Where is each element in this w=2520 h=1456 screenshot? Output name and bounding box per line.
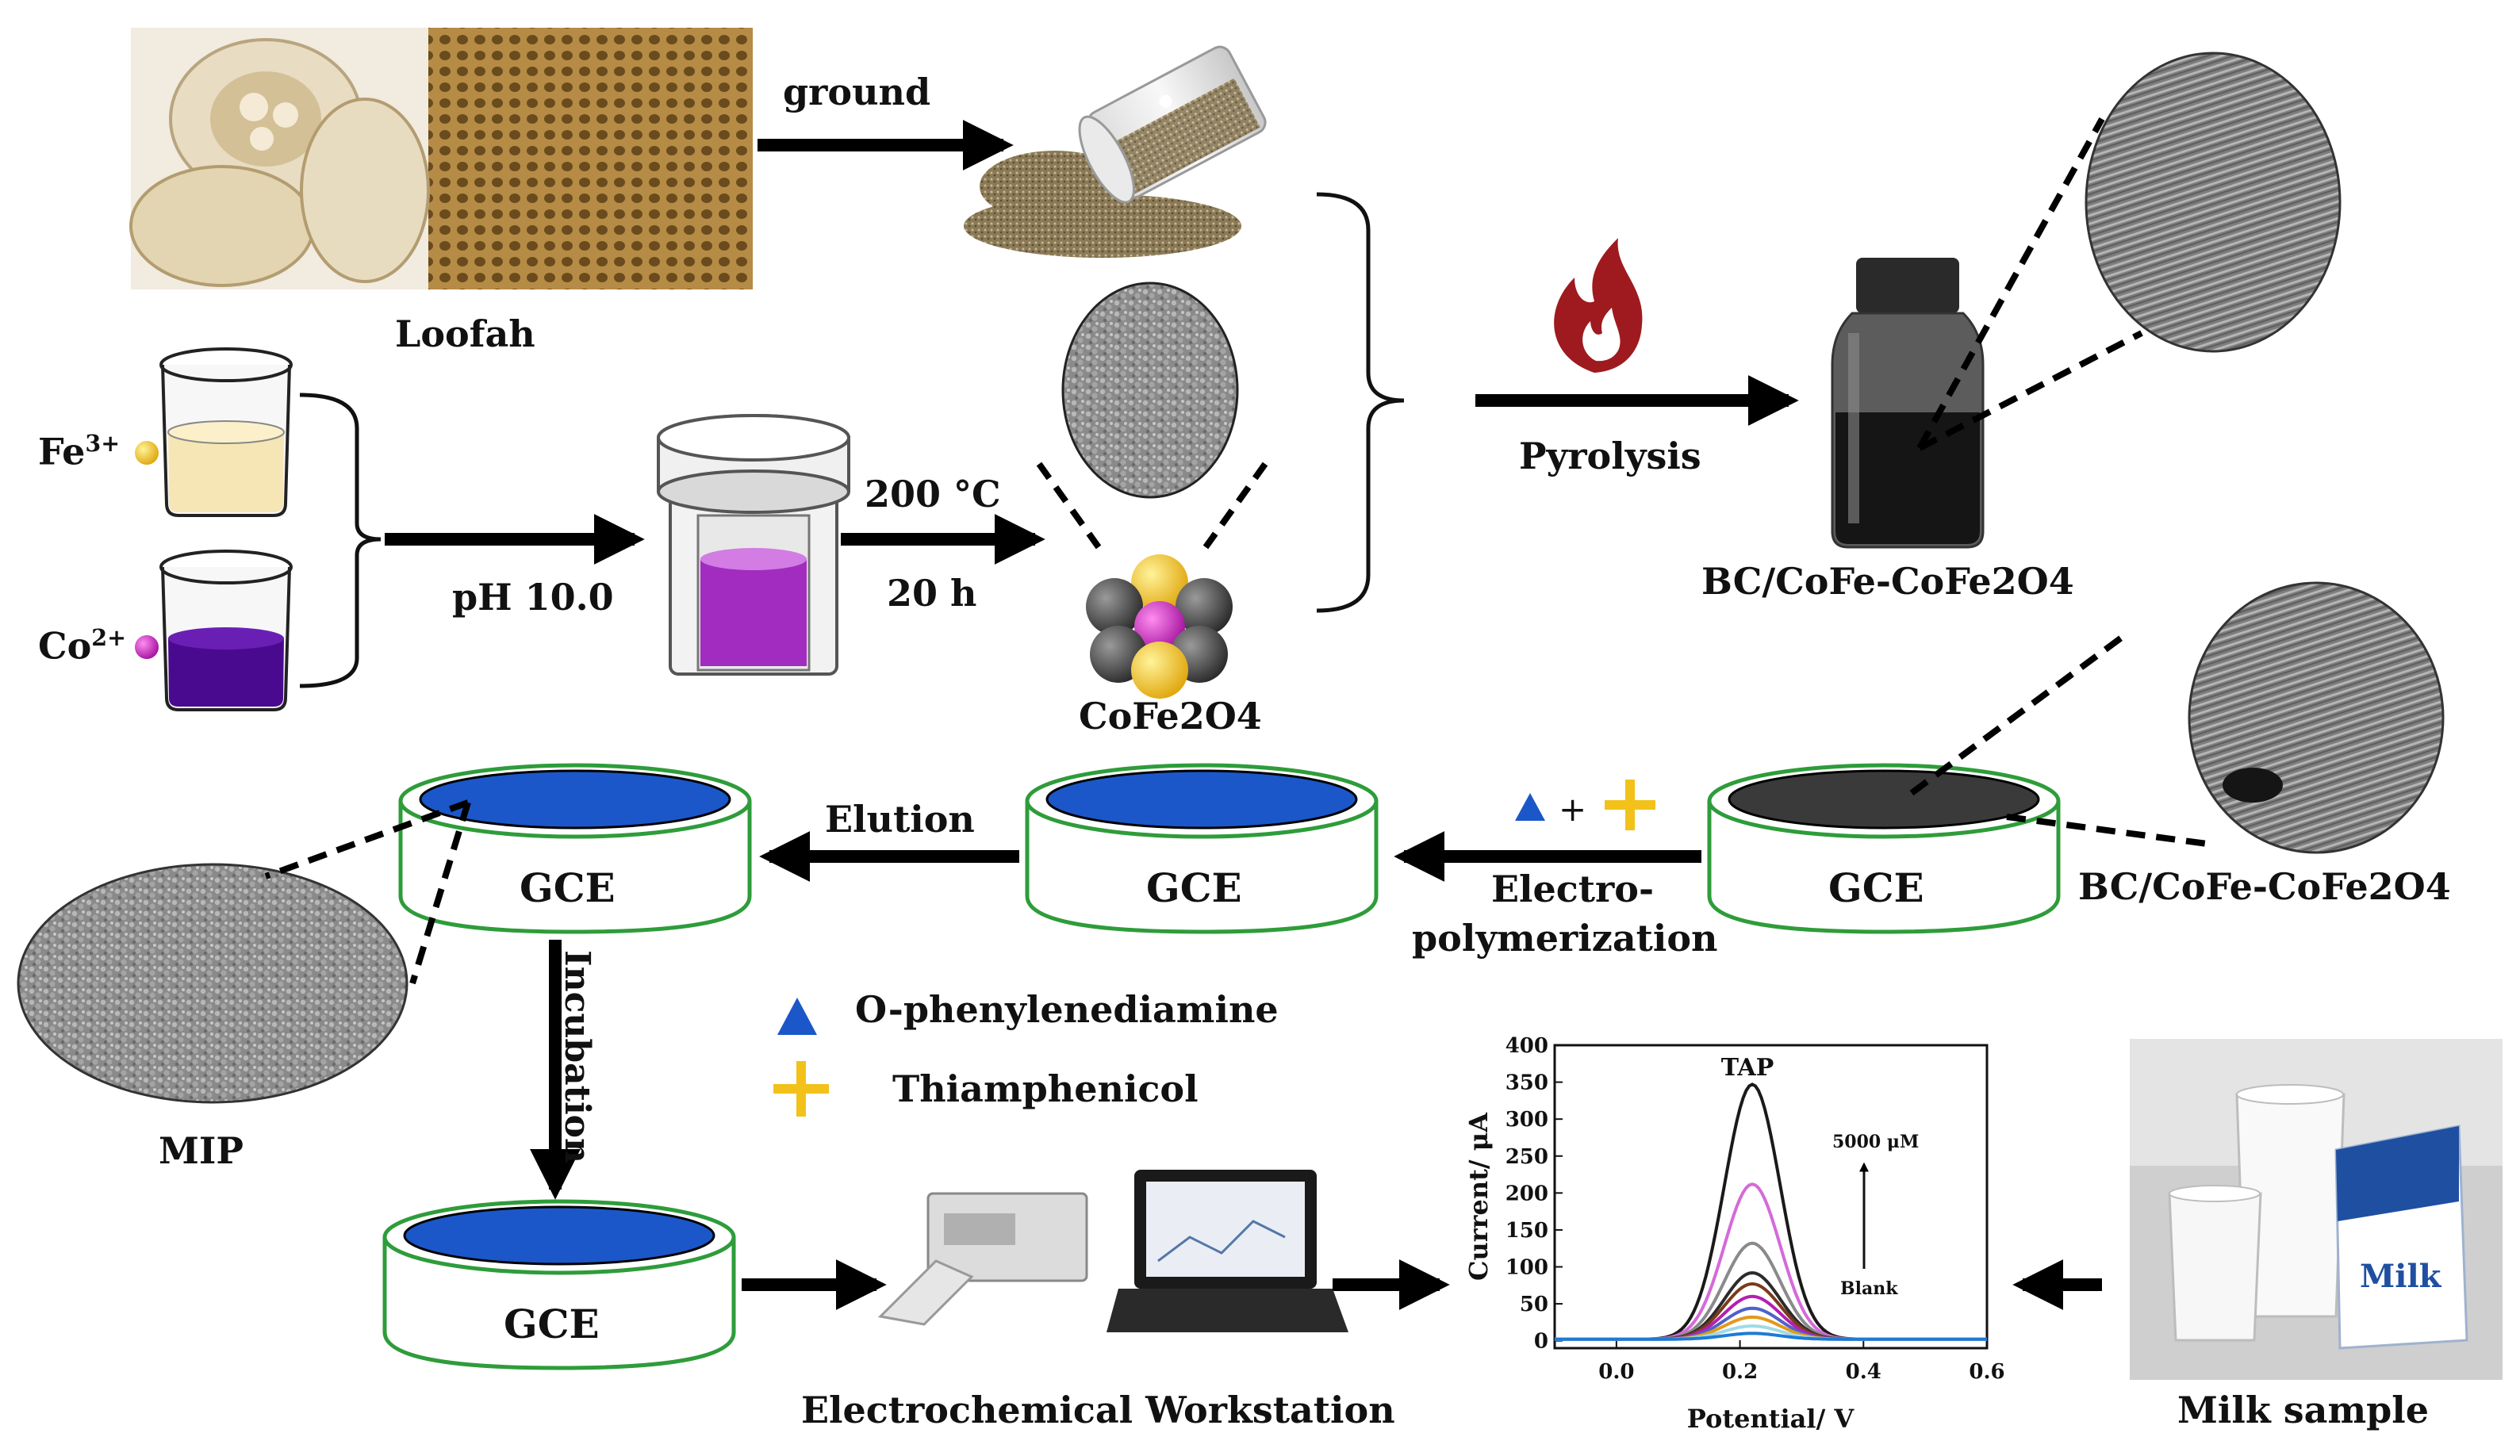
co-beaker [159, 550, 293, 711]
chart-x-tick-label: 0.6 [1969, 1360, 2004, 1384]
chart-x-ticks: 0.0 0.2 0.4 0.6 [1598, 1340, 2005, 1384]
bc-product-label: BC/CoFe-CoFe2O4 [1701, 560, 2074, 603]
elution-label: Elution [825, 798, 975, 841]
chart-y-tick-label: 100 [1505, 1256, 1548, 1280]
chart-series-line [1555, 1331, 1987, 1341]
fe-ion-label: Fe3+ [38, 430, 121, 470]
chart-y-tick-label: 150 [1505, 1219, 1548, 1243]
autoclave-reactor [657, 414, 850, 676]
chart-high-label: 5000 μM [1832, 1132, 1919, 1152]
chart-low-label: Blank [1840, 1278, 1898, 1299]
pyrolysis-label: Pyrolysis [1519, 435, 1701, 477]
ground-label: ground [783, 71, 931, 113]
loofah-label: Loofah [395, 312, 535, 355]
powder-vial [964, 45, 1267, 258]
cofe2o4-crystal-icon [1086, 554, 1233, 699]
chart-x-tick-label: 0.0 [1598, 1360, 1634, 1384]
chart-peak-label: TAP [1721, 1054, 1774, 1082]
fe-ion-icon [135, 441, 159, 465]
loofah-photo [129, 28, 753, 289]
chart-y-tick-label: 0 [1534, 1330, 1548, 1354]
chart-y-axis-label: Current/ μA [1463, 1112, 1494, 1281]
temperature-label: 200 °C [865, 473, 1001, 515]
mip-label: MIP [159, 1129, 244, 1172]
legend-tap-label: Thiamphenicol [892, 1067, 1199, 1110]
co-label-text: Co [38, 624, 92, 668]
time-label: 20 h [887, 572, 977, 615]
gce-imprinted-electrode [1025, 763, 1379, 934]
plus-sign: + [1559, 790, 1586, 829]
beaker-bracket [299, 393, 382, 688]
chart-y-tick-label: 50 [1520, 1293, 1548, 1316]
chart-frame [1553, 1044, 1989, 1350]
fe-charge: 3+ [85, 430, 121, 457]
milk-sample-photo [2130, 1039, 2503, 1380]
chart-x-tick-label: 0.2 [1722, 1360, 1758, 1384]
mip-sem-image [17, 863, 408, 1104]
chart-series-group [1555, 1082, 1987, 1341]
legend-opd-label: O-phenylenediamine [855, 988, 1279, 1031]
gce-rebound-electrode [382, 1199, 736, 1370]
co-charge: 2+ [91, 624, 127, 651]
legend-tap-icon [773, 1061, 829, 1117]
co-ion-label: Co2+ [38, 624, 127, 668]
cofe2o4-sem-image [1061, 282, 1239, 499]
merge-bracket [1316, 192, 1405, 613]
chart-y-tick-label: 400 [1505, 1034, 1548, 1058]
chart-x-axis-label: Potential/ V [1687, 1404, 1855, 1434]
opd-monomer-icon [1515, 793, 1545, 821]
bc-sem-image [2085, 52, 2342, 353]
bc-gce-sem-image [2188, 581, 2445, 854]
electropolymerization-label-1: Electro- [1491, 868, 1655, 910]
flame-icon [1554, 238, 1643, 373]
bc-product-bottle [1831, 258, 1985, 549]
cofe2o4-label: CoFe2O4 [1079, 695, 1262, 738]
chart-y-tick-label: 300 [1505, 1108, 1548, 1132]
chart-y-tick-label: 200 [1505, 1182, 1548, 1205]
gce-rebound-label: GCE [504, 1301, 600, 1347]
milk-carton-text: Milk [2360, 1258, 2441, 1295]
chart-x-tick-label: 0.4 [1846, 1360, 1881, 1384]
gce-modified-label: GCE [1828, 864, 1924, 911]
chart-y-tick-label: 250 [1505, 1145, 1548, 1169]
fe-label-text: Fe [38, 430, 86, 473]
milk-sample-label: Milk sample [2177, 1389, 2430, 1431]
incubation-label: Incubation [557, 950, 597, 1164]
chart-y-ticks: 0 50 100 150 200 250 300 350 400 [1505, 1034, 1563, 1354]
tap-template-icon [1605, 780, 1655, 830]
co-ion-icon [135, 635, 159, 659]
gce-modified-electrode [1707, 763, 2061, 934]
ph-label: pH 10.0 [452, 576, 614, 619]
electropolymerization-label-2: polymerization [1412, 917, 1718, 960]
gce-imprinted-label: GCE [1146, 864, 1242, 911]
fe-beaker [159, 347, 293, 517]
gce-eluted-electrode [398, 763, 752, 934]
legend-opd-icon [777, 998, 817, 1035]
chart-y-tick-label: 350 [1505, 1071, 1548, 1095]
bc-gce-label: BC/CoFe-CoFe2O4 [2078, 865, 2451, 908]
workstation-image [877, 1170, 1348, 1332]
workstation-label: Electrochemical Workstation [801, 1389, 1395, 1431]
gce-eluted-label: GCE [520, 864, 616, 911]
